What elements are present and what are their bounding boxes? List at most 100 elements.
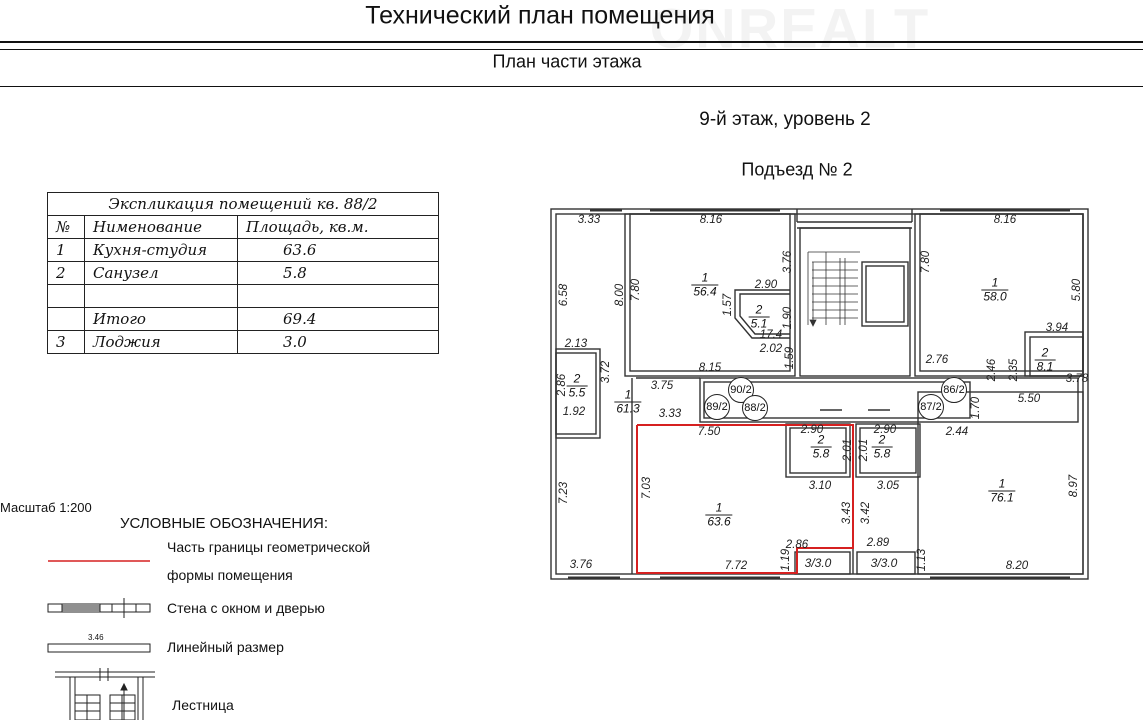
dimension-label: 1.92 (562, 406, 586, 418)
table-header: № Нименование Площадь, кв.м. (47, 215, 439, 239)
dimension-label: 1.19 (780, 548, 792, 572)
apartment-number: 86/2 (941, 377, 967, 403)
cell-name: Кухня-студия (84, 238, 238, 262)
dimension-label: 3.76 (569, 559, 593, 571)
room-area: 58.0 (981, 289, 1009, 304)
dimension-label: 2.01 (858, 438, 870, 462)
dimension-label: 2.35 (1008, 358, 1020, 382)
apartment-number: 89/2 (704, 394, 730, 420)
dimension-label: 7.80 (630, 278, 642, 302)
room-number: 1 (998, 476, 1006, 491)
room-number: 2 (1041, 345, 1049, 360)
cell-name: Санузел (84, 261, 238, 285)
cell-area (237, 284, 439, 308)
dimension-label: 17.4 (759, 329, 783, 341)
entrance-label: Подъезд № 2 (741, 159, 853, 180)
room-number: 2 (878, 432, 886, 447)
room-area: 61.3 (614, 401, 642, 416)
dimension-label: 1.90 (782, 306, 794, 330)
dimension-label: 2.44 (945, 426, 969, 438)
dimension-label: 7.72 (724, 560, 748, 572)
divider (0, 49, 1143, 50)
dimension-label: 8.15 (698, 362, 722, 374)
apartment-boundary (636, 424, 854, 574)
room-area: 5.8 (871, 446, 893, 461)
legend-symbols (47, 560, 155, 720)
legend-title: УСЛОВНЫЕ ОБОЗНАЧЕНИЯ: (120, 515, 329, 532)
room-number: 1 (624, 387, 632, 402)
room-area: 5.8 (810, 446, 832, 461)
cell-area: 3.0 (237, 330, 439, 354)
dimension-label: 2.01 (842, 438, 854, 462)
dimension-label: 3.94 (1045, 322, 1069, 334)
scale-label: Масштаб 1:200 (0, 500, 92, 515)
legend-stairs-text: Лестница (172, 697, 234, 713)
dimension-symbol (47, 643, 151, 653)
legend-wall-text: Стена с окном и дверью (167, 600, 325, 616)
dimension-label: 3.10 (808, 480, 832, 492)
dimension-label: 7.80 (920, 250, 932, 274)
dimension-label: 3.33 (577, 214, 601, 226)
room-area: 8.1 (1034, 359, 1056, 374)
dimension-label: 1.70 (970, 396, 982, 420)
dimension-label: 3.33 (658, 408, 682, 420)
dimension-label: 3.43 (841, 501, 853, 525)
dimension-label: 3.72 (600, 360, 612, 384)
dimension-label: 8.00 (614, 283, 626, 307)
loggia-label: 3/3.0 (804, 556, 832, 570)
floor-label: 9-й этаж, уровень 2 (699, 109, 871, 130)
dimension-label: 5.50 (1017, 393, 1041, 405)
room-area: 76.1 (988, 490, 1016, 505)
legend-dimension-text: Линейный размер (167, 639, 284, 655)
cell-name: Лоджия (84, 330, 238, 354)
dimension-label: 2.90 (873, 424, 897, 436)
dimension-label: 7.03 (641, 476, 653, 500)
room-number: 2 (755, 302, 763, 317)
col-header: Площадь, кв.м. (237, 215, 439, 239)
dimension-label: 2.90 (800, 424, 824, 436)
dimension-label: 5.80 (1071, 278, 1083, 302)
room-number: 2 (573, 371, 581, 386)
divider (0, 41, 1143, 43)
dimension-label: 3.75 (650, 380, 674, 392)
dimension-label: 2.13 (564, 338, 588, 350)
dimension-label: 3.76 (782, 250, 794, 274)
dimension-label: 8.97 (1068, 474, 1080, 498)
dimension-label: 7.50 (697, 426, 721, 438)
room-area: 5.5 (566, 385, 588, 400)
legend-dimension-sample: 3.46 (88, 633, 104, 642)
explication-table: Экспликация помещений кв. 88/2 № Нименов… (47, 192, 439, 354)
legend-boundary-text: формы помещения (167, 567, 293, 583)
room-area: 56.4 (691, 284, 719, 299)
plan-subtitle: План части этажа (492, 51, 642, 72)
divider (0, 86, 1143, 87)
dimension-label: 2.46 (986, 358, 998, 382)
wall-window-door-symbol (47, 598, 151, 618)
dimension-label: 6.58 (558, 283, 570, 307)
dimension-label: 8.16 (993, 214, 1017, 226)
dimension-label: 8.16 (699, 214, 723, 226)
apartment-number: 87/2 (918, 394, 944, 420)
apartment-number: 90/2 (728, 377, 754, 403)
dimension-label: 3.78 (1065, 373, 1089, 385)
page-title: Технический план помещения (365, 1, 715, 30)
stairs-symbol (55, 668, 155, 720)
dimension-label: 1.13 (916, 548, 928, 572)
dimension-label: 8.20 (1005, 560, 1029, 572)
room-number: 1 (715, 500, 723, 515)
dimension-label: 1.57 (722, 293, 734, 317)
outer-wall (550, 208, 1089, 580)
apartment-number: 88/2 (742, 395, 768, 421)
legend-boundary-text: Часть границы геометрической (167, 539, 371, 555)
dimension-label: 2.76 (925, 354, 949, 366)
dimension-label: 1.59 (784, 346, 796, 370)
